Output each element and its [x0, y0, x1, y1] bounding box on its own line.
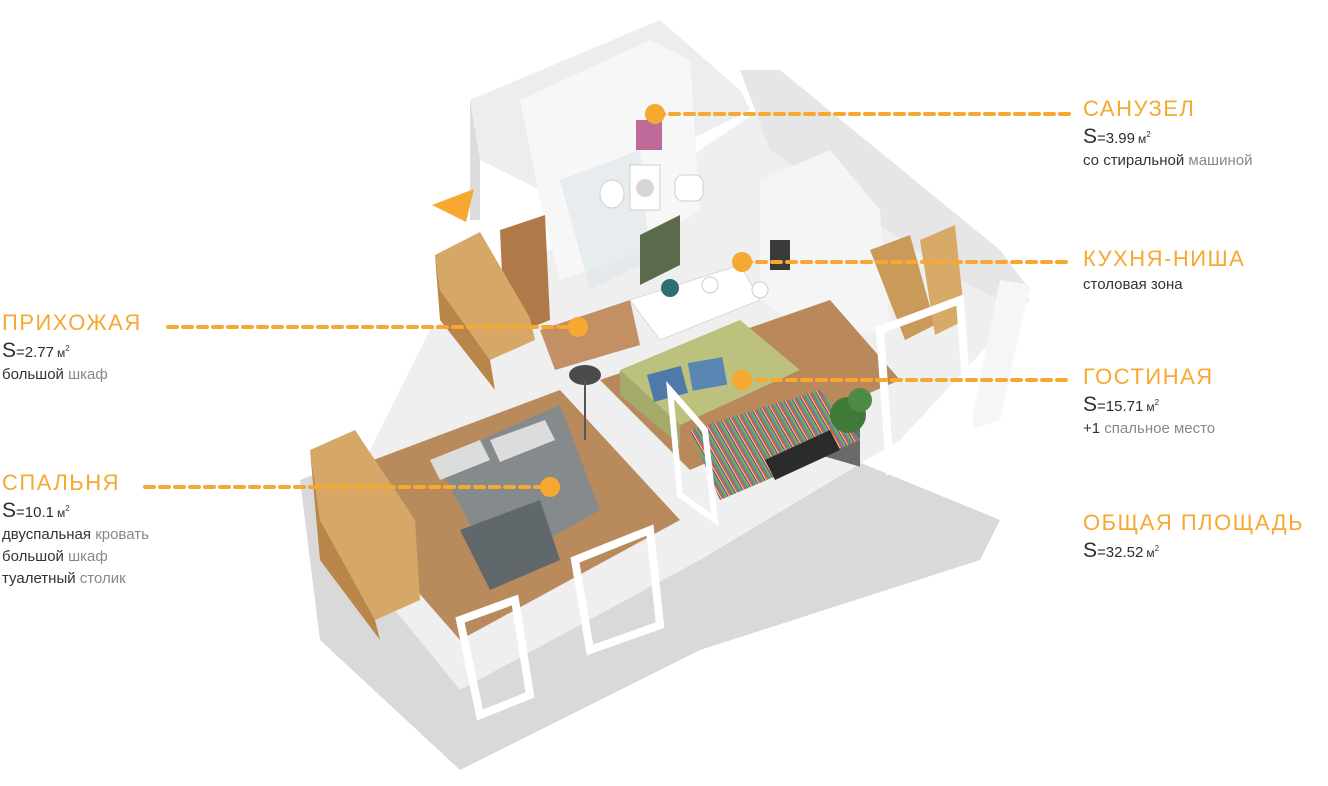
- marker-bedroom: [540, 477, 560, 497]
- marker-bathroom: [645, 104, 665, 124]
- room-title: ГОСТИНАЯ: [1083, 364, 1214, 389]
- marker-kitchen: [732, 252, 752, 272]
- room-note: +1 спальное место: [1083, 420, 1216, 437]
- room-title: ОБЩАЯ ПЛОЩАДЬ: [1083, 510, 1305, 535]
- room-note: со стиральной машиной: [1083, 152, 1253, 169]
- callout-lines: [143, 112, 1074, 489]
- room-note: двуспальная кровать: [2, 526, 149, 543]
- hall-area: [435, 215, 640, 390]
- orange-triangle-icon: [432, 189, 474, 222]
- room-note: большой шкаф: [2, 548, 108, 565]
- windows: [455, 294, 975, 721]
- bedroom-area: [310, 365, 680, 640]
- marker-hall: [568, 317, 588, 337]
- room-title: КУХНЯ-НИША: [1083, 246, 1246, 271]
- marker-living: [732, 370, 752, 390]
- room-note: столовая зона: [1083, 276, 1183, 293]
- room-title: СПАЛЬНЯ: [2, 470, 121, 495]
- room-title: ПРИХОЖАЯ: [2, 310, 142, 335]
- room-markers: [540, 104, 752, 497]
- room-title: САНУЗЕЛ: [1083, 96, 1196, 121]
- bathroom-area: [520, 40, 704, 290]
- room-note: большой шкаф: [2, 366, 108, 383]
- label-kitchen: КУХНЯ-НИША столовая зона: [1083, 246, 1245, 296]
- room-note: туалетный столик: [2, 570, 126, 587]
